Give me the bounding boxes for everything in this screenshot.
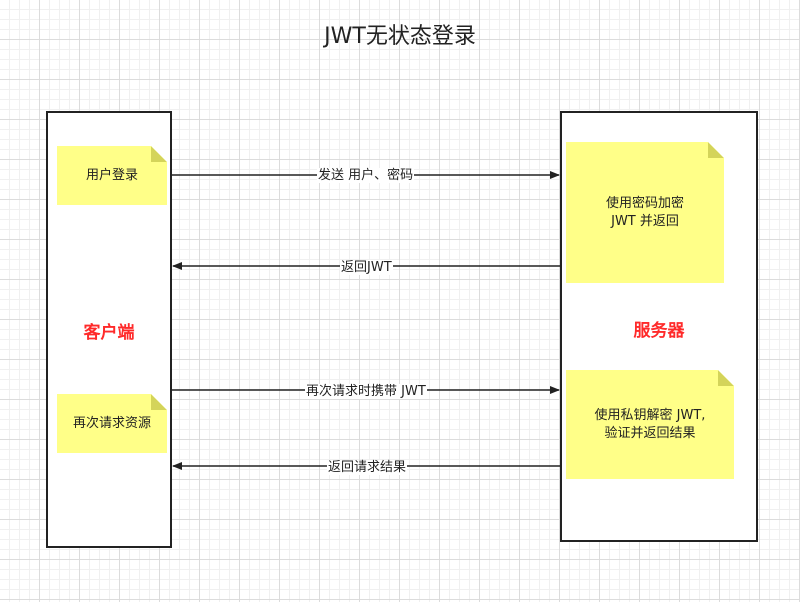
message-return-jwt: 返回JWT	[340, 260, 393, 275]
server-label: 服务器	[633, 321, 685, 341]
note-verify-jwt-text: 使用私钥解密 JWT, 验证并返回结果	[594, 407, 706, 441]
note-request-resource: 再次请求资源	[57, 394, 167, 453]
client-label: 客户端	[83, 323, 135, 343]
note-verify-jwt: 使用私钥解密 JWT, 验证并返回结果	[566, 370, 734, 479]
note-encrypt-jwt: 使用密码加密 JWT 并返回	[566, 142, 724, 283]
message-request-with-jwt: 再次请求时携带 JWT	[305, 384, 427, 399]
message-send-credentials: 发送 用户、密码	[317, 168, 415, 183]
note-encrypt-jwt-text: 使用密码加密 JWT 并返回	[605, 195, 684, 229]
note-request-resource-text: 再次请求资源	[72, 415, 151, 431]
diagram-title: JWT无状态登录	[324, 24, 476, 49]
message-return-result: 返回请求结果	[327, 460, 408, 475]
note-user-login: 用户登录	[57, 146, 167, 205]
note-user-login-text: 用户登录	[85, 167, 138, 183]
